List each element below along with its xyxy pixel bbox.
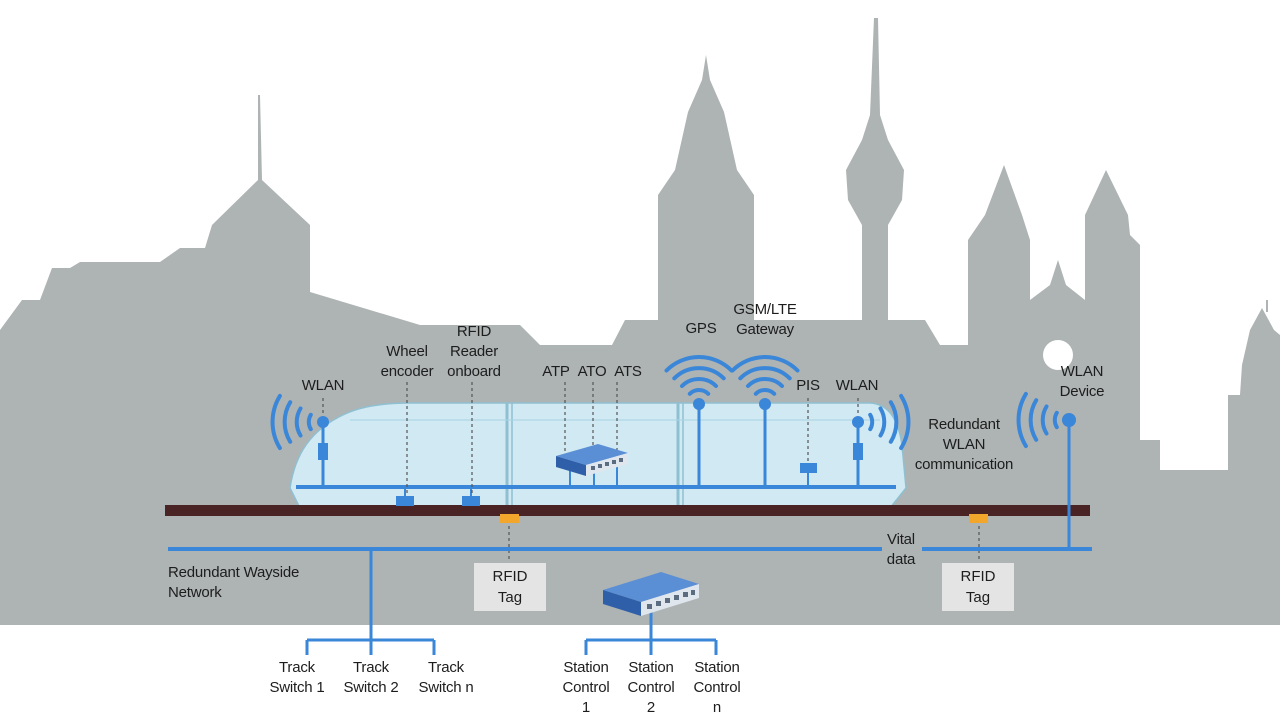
gps-waves [664, 355, 734, 396]
wlan-device-halo [1043, 340, 1073, 370]
wlan-left-waves [270, 393, 313, 451]
leader-lines [322, 382, 980, 562]
rfid-tag-box-2: RFID Tag [942, 563, 1014, 611]
wayside-controller-device [603, 572, 699, 616]
wayside-network [168, 420, 1092, 655]
rfid-tags [500, 514, 988, 523]
label-wlan-left: WLAN [301, 377, 345, 394]
wlan-right-waves [868, 393, 911, 451]
label-ats: ATS [614, 363, 642, 380]
label-wlan-right: WLAN [835, 377, 879, 394]
label-atp: ATP [542, 363, 570, 380]
wlan-device-antenna [1062, 413, 1076, 427]
wlan-device-waves [1016, 391, 1059, 449]
onboard-devices [317, 398, 864, 506]
label-pis: PIS [796, 377, 820, 394]
rail-track [165, 505, 1090, 516]
signal-waves [270, 355, 1059, 451]
onboard-network [296, 404, 896, 500]
city-skyline [0, 18, 1280, 625]
gsm-waves [730, 355, 800, 396]
label-ato: ATO [577, 363, 607, 380]
onboard-controller-device [556, 444, 628, 476]
rfid-tag-box-1: RFID Tag [474, 563, 546, 611]
label-gps: GPS [685, 320, 717, 337]
